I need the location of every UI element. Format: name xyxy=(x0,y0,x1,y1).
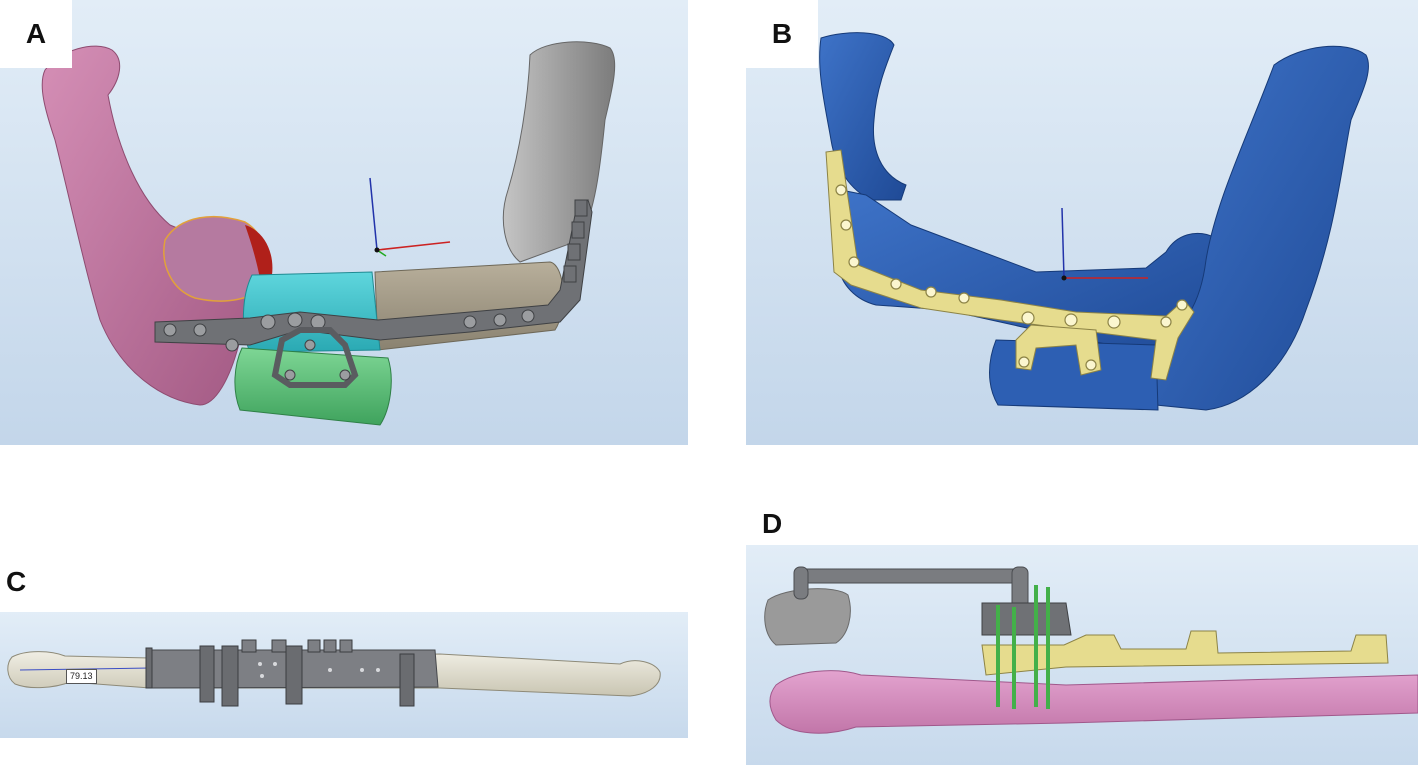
panel-label-a: A xyxy=(0,0,72,68)
bracket-screw-holes xyxy=(284,339,351,381)
panel-c-fibula-cutting-guide: 79.13 xyxy=(0,612,688,738)
plate-screw-holes xyxy=(163,309,535,352)
cutting-guide-pin-towers xyxy=(241,639,353,653)
xyz-axis-icon xyxy=(369,177,451,257)
measurement-label: 79.13 xyxy=(66,669,97,684)
xyz-axis-icon xyxy=(1061,207,1148,281)
fibula-segment-blue xyxy=(989,339,1159,411)
bone-block-gray xyxy=(764,588,851,646)
panel-a-mandible-reconstruction xyxy=(0,0,688,445)
panel-c-render xyxy=(0,612,688,738)
panel-label-c: C xyxy=(6,566,27,597)
panel-b-render xyxy=(746,0,1418,445)
fibula-bone-pink xyxy=(769,670,1418,734)
guide-connector-bar xyxy=(793,568,1021,584)
panel-b-mandible-with-plate xyxy=(746,0,1418,445)
guide-screw-holes xyxy=(258,662,380,678)
plate-bracket xyxy=(271,327,359,388)
fixation-pins-green xyxy=(996,585,1050,709)
panel-d-render xyxy=(746,545,1418,765)
panel-a-render xyxy=(0,0,688,445)
mandible-right-ramus-blue xyxy=(1155,45,1369,411)
cutting-guide-slots xyxy=(145,645,415,707)
panel-label-d: D xyxy=(762,508,783,539)
tumor-resection-red xyxy=(245,225,273,290)
guide-connector-post-left xyxy=(793,566,809,600)
bracket-screw-holes-yellow xyxy=(1018,356,1097,371)
mandible-left-pink xyxy=(41,45,251,406)
cutting-guide-yellow xyxy=(981,630,1389,676)
plate-bracket-yellow xyxy=(1015,324,1102,376)
plate-screw-holes-yellow xyxy=(835,184,1188,329)
guide-clamp-gray xyxy=(981,602,1072,636)
plate-ramus-links xyxy=(563,199,588,283)
panel-label-b: B xyxy=(746,0,818,68)
panel-d-fibula-guide-assembly xyxy=(746,545,1418,765)
reconstruction-plate-yellow xyxy=(825,149,1195,381)
